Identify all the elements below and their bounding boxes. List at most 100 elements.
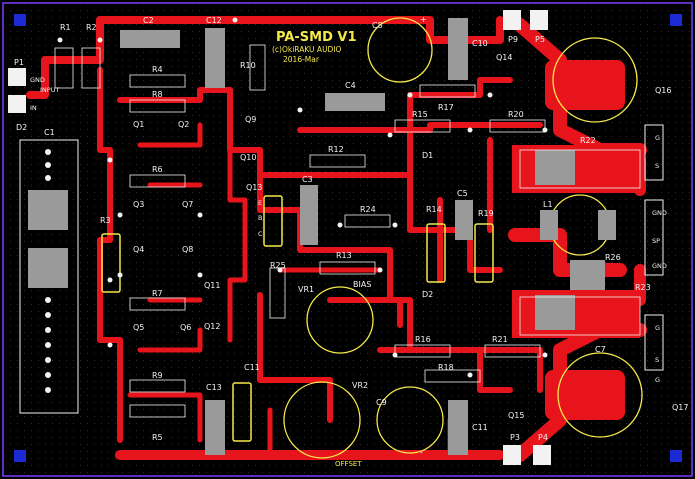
offset-label: OFFSET (335, 460, 362, 468)
label-b: B (258, 214, 262, 222)
label-q13: Q13 (246, 183, 262, 192)
label-c3: C3 (302, 175, 313, 184)
connectors (8, 10, 664, 465)
label-r21: R21 (492, 335, 508, 344)
label-r16: R16 (415, 335, 431, 344)
label-r20: R20 (508, 110, 524, 119)
label-q6: Q6 (180, 323, 191, 332)
mounting-holes (14, 14, 682, 462)
label-minus: - (420, 448, 423, 457)
label-s-bot: S (655, 356, 659, 364)
capacitor-c1 (19, 139, 79, 414)
label-d2: D2 (422, 290, 433, 299)
label-c-pin: C (258, 230, 263, 238)
label-r7: R7 (152, 289, 163, 298)
label-q5: Q5 (133, 323, 144, 332)
label-r14: R14 (426, 205, 442, 214)
copper-pads (512, 60, 640, 420)
label-r9: R9 (152, 371, 163, 380)
label-r12: R12 (328, 145, 344, 154)
label-g-top: G (655, 134, 660, 142)
label-r22: R22 (580, 136, 596, 145)
copper-traces (26, 16, 647, 462)
label-q10: Q10 (240, 153, 256, 162)
label-in: IN (30, 104, 37, 112)
label-c5: C5 (457, 189, 468, 198)
label-r3: R3 (100, 216, 111, 225)
label-input: INPUT (40, 86, 59, 94)
label-plus: + (420, 15, 427, 24)
label-q1: Q1 (133, 120, 144, 129)
label-c9: C9 (376, 398, 387, 407)
board-text: PA-SMD V1 (c)OkiRAKU AUDIO 2016-Mar OFFS… (272, 30, 362, 468)
label-r1: R1 (60, 23, 71, 32)
label-c1: C1 (44, 128, 55, 137)
label-q12: Q12 (204, 322, 220, 331)
label-c4: C4 (345, 81, 356, 90)
label-g-mid: G (655, 376, 660, 384)
label-q17: Q17 (672, 403, 688, 412)
label-p9: P9 (508, 35, 518, 44)
label-r4: R4 (152, 65, 163, 74)
label-r15: R15 (412, 110, 428, 119)
label-q8: Q8 (182, 245, 193, 254)
label-p5: P5 (535, 35, 545, 44)
label-r13: R13 (336, 251, 352, 260)
resistor-bodies (54, 44, 546, 418)
label-p1: P1 (14, 58, 24, 67)
label-r26: R26 (605, 253, 621, 262)
label-gnd-sp2: GND (652, 262, 667, 270)
label-sp: SP (652, 237, 660, 245)
label-r18: R18 (438, 363, 454, 372)
label-vr1: VR1 (298, 285, 314, 294)
vias (57, 17, 548, 378)
label-g-bot: G (655, 324, 660, 332)
smd-components (120, 18, 616, 455)
label-r24: R24 (360, 205, 376, 214)
label-q15: Q15 (508, 411, 524, 420)
label-q16: Q16 (655, 86, 671, 95)
label-d2-top: D2 (16, 123, 27, 132)
label-r25: R25 (270, 261, 286, 270)
board-title: PA-SMD V1 (276, 30, 357, 45)
label-r23: R23 (635, 283, 651, 292)
label-bias: BIAS (353, 280, 371, 289)
label-l1: L1 (543, 200, 553, 209)
label-c7: C7 (595, 345, 606, 354)
label-p3: P3 (510, 433, 520, 442)
label-r10: R10 (240, 61, 256, 70)
label-q2: Q2 (178, 120, 189, 129)
label-s-top: S (655, 162, 659, 170)
label-c2: C2 (143, 16, 154, 25)
label-q4: Q4 (133, 245, 144, 254)
label-r17: R17 (438, 103, 454, 112)
label-c12: C12 (206, 16, 222, 25)
label-c11b: C11 (472, 423, 488, 432)
label-q14: Q14 (496, 53, 512, 62)
label-e: E (258, 199, 262, 207)
label-r8: R8 (152, 90, 163, 99)
label-r6: R6 (152, 165, 163, 174)
board-copyright: (c)OkiRAKU AUDIO (272, 45, 342, 54)
label-r5: R5 (152, 433, 163, 442)
label-p4: P4 (538, 433, 548, 442)
label-r2: R2 (86, 23, 97, 32)
label-c11: C11 (244, 363, 260, 372)
label-c10: C10 (472, 39, 488, 48)
label-q7: Q7 (182, 200, 193, 209)
label-gnd-in: GND (30, 76, 45, 84)
label-r19: R19 (478, 209, 494, 218)
label-vr2: VR2 (352, 381, 368, 390)
highlighted-parts (101, 195, 494, 442)
part-labels: R1 R2 C2 C12 R10 C8 P9 P5 C10 Q14 Q16 P1… (14, 15, 688, 457)
c1-pins (45, 149, 51, 393)
label-d1: D1 (422, 151, 433, 160)
label-q9: Q9 (245, 115, 256, 124)
board-date: 2016-Mar (283, 55, 320, 64)
label-c13: C13 (206, 383, 222, 392)
label-gnd-sp1: GND (652, 209, 667, 217)
label-q3: Q3 (133, 200, 144, 209)
label-q11: Q11 (204, 281, 220, 290)
